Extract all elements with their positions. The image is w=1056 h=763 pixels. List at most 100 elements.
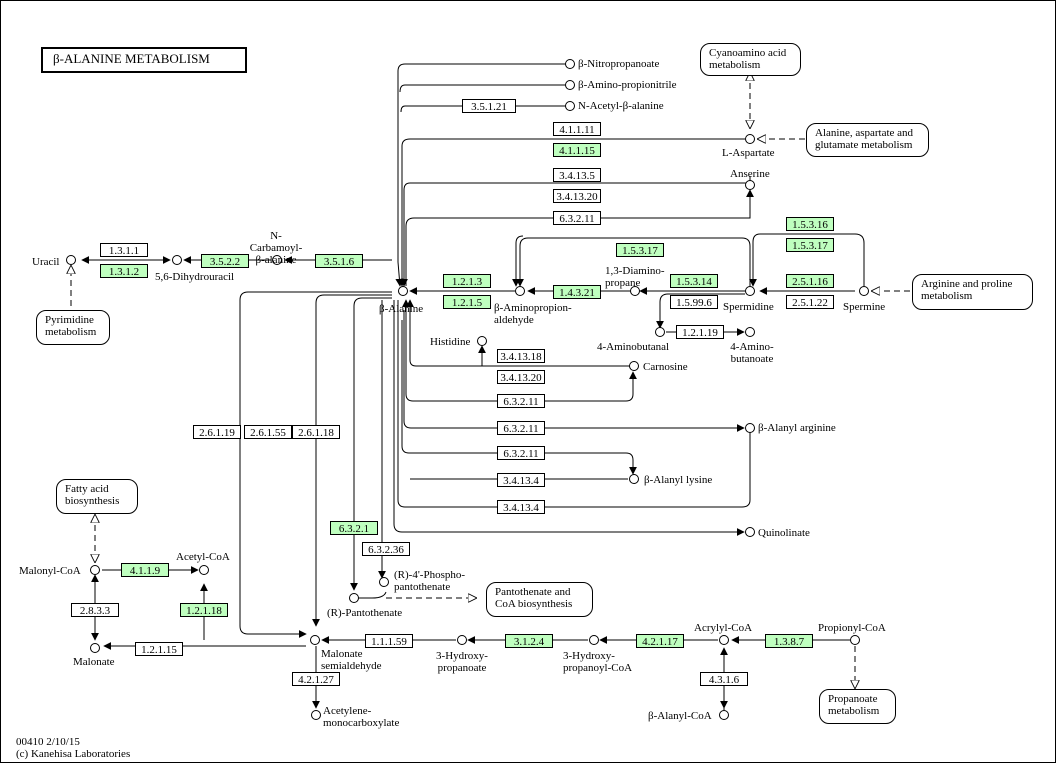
enzyme-6-3-2-11[interactable]: 6.3.2.11	[497, 421, 545, 435]
enzyme-2-6-1-19[interactable]: 2.6.1.19	[193, 425, 241, 439]
map-pantothenate-coa[interactable]: Pantothenate and CoA biosynthesis	[486, 582, 593, 617]
compound-node[interactable]	[398, 286, 408, 296]
compound-node[interactable]	[630, 286, 640, 296]
map-arg-pro[interactable]: Arginine and proline metabolism	[912, 274, 1033, 310]
label-malonate-semialdehyde: Malonate semialdehyde	[321, 648, 382, 672]
enzyme-2-6-1-18[interactable]: 2.6.1.18	[292, 425, 340, 439]
enzyme-3-4-13-20[interactable]: 3.4.13.20	[553, 189, 601, 203]
enzyme-4-3-1-6[interactable]: 4.3.1.6	[700, 672, 748, 686]
enzyme-6-3-2-11[interactable]: 6.3.2.11	[497, 394, 545, 408]
compound-node[interactable]	[629, 361, 639, 371]
enzyme-3-4-13-18[interactable]: 3.4.13.18	[497, 349, 545, 363]
compound-node[interactable]	[90, 643, 100, 653]
enzyme-1-5-3-16[interactable]: 1.5.3.16	[786, 217, 834, 231]
compound-node[interactable]	[745, 180, 755, 190]
enzyme-2-5-1-16[interactable]: 2.5.1.16	[786, 274, 834, 288]
enzyme-1-3-8-7[interactable]: 1.3.8.7	[765, 634, 813, 648]
label-beta-alanyl-coa: β-Alanyl-CoA	[648, 710, 712, 722]
compound-node[interactable]	[745, 286, 755, 296]
label-carbamoyl-beta-alanine: N-Carbamoyl- β-alanine	[249, 230, 303, 266]
enzyme-4-1-1-15[interactable]: 4.1.1.15	[553, 143, 601, 157]
enzyme-3-4-13-5[interactable]: 3.4.13.5	[553, 168, 601, 182]
enzyme-3-5-2-2[interactable]: 3.5.2.2	[201, 254, 249, 268]
map-cyanoamino[interactable]: Cyanoamino acid metabolism	[700, 43, 801, 76]
compound-node[interactable]	[745, 134, 755, 144]
label-pantothenate: (R)-Pantothenate	[327, 607, 403, 619]
enzyme-2-5-1-22[interactable]: 2.5.1.22	[786, 295, 834, 309]
compound-node[interactable]	[311, 710, 321, 720]
enzyme-1-2-1-5[interactable]: 1.2.1.5	[443, 295, 491, 309]
enzyme-1-2-1-19[interactable]: 1.2.1.19	[676, 325, 724, 339]
compound-node[interactable]	[90, 565, 100, 575]
compound-node[interactable]	[589, 635, 599, 645]
compound-node[interactable]	[349, 593, 359, 603]
compound-node[interactable]	[745, 423, 755, 433]
enzyme-6-3-2-36[interactable]: 6.3.2.36	[362, 542, 410, 556]
enzyme-6-3-2-1[interactable]: 6.3.2.1	[330, 521, 378, 535]
enzyme-4-2-1-17[interactable]: 4.2.1.17	[636, 634, 684, 648]
edge-nitropropanoate	[395, 63, 570, 287]
compound-node[interactable]	[565, 101, 575, 111]
enzyme-2-6-1-55[interactable]: 2.6.1.55	[244, 425, 292, 439]
enzyme-1-2-1-18[interactable]: 1.2.1.18	[180, 603, 228, 617]
map-pyrimidine[interactable]: Pyrimidine metabolism	[36, 310, 110, 345]
compound-node[interactable]	[172, 255, 182, 265]
compound-node[interactable]	[457, 635, 467, 645]
label-spermine: Spermine	[843, 301, 886, 313]
compound-node[interactable]	[477, 336, 487, 346]
compound-node[interactable]	[310, 635, 320, 645]
enzyme-4-2-1-27[interactable]: 4.2.1.27	[292, 672, 340, 686]
label-alanyl-lysine: β-Alanyl lysine	[644, 474, 713, 486]
compound-node[interactable]	[719, 635, 729, 645]
edge-quinolinate	[393, 300, 745, 536]
label-hydroxypropanoyl-coa: 3-Hydroxy- propanoyl-CoA	[563, 650, 633, 674]
compound-node[interactable]	[379, 577, 389, 587]
label-diaminopropane: 1,3-Diamino- propane	[605, 265, 665, 289]
enzyme-1-5-99-6[interactable]: 1.5.99.6	[670, 295, 718, 309]
compound-node[interactable]	[859, 286, 869, 296]
map-ala-asp-glu[interactable]: Alanine, aspartate and glutamate metabol…	[806, 123, 929, 157]
enzyme-1-5-3-17[interactable]: 1.5.3.17	[616, 243, 664, 257]
map-propanoate[interactable]: Propanoate metabolism	[819, 689, 896, 724]
enzyme-1-1-1-59[interactable]: 1.1.1.59	[365, 634, 413, 648]
compound-node[interactable]	[515, 286, 525, 296]
compound-node[interactable]	[745, 327, 755, 337]
compound-node[interactable]	[719, 710, 729, 720]
compound-node[interactable]	[655, 327, 665, 337]
enzyme-3-4-13-4[interactable]: 3.4.13.4	[497, 473, 545, 487]
enzyme-6-3-2-11[interactable]: 6.3.2.11	[497, 446, 545, 460]
enzyme-1-3-1-2[interactable]: 1.3.1.2	[100, 264, 148, 278]
label-acetyl-coa: Acetyl-CoA	[176, 551, 230, 563]
enzyme-3-4-13-4[interactable]: 3.4.13.4	[497, 500, 545, 514]
enzyme-4-1-1-11[interactable]: 4.1.1.11	[553, 122, 601, 136]
compound-node[interactable]	[565, 59, 575, 69]
label-malonyl-coa: Malonyl-CoA	[19, 565, 81, 577]
enzyme-3-5-1-6[interactable]: 3.5.1.6	[315, 254, 363, 268]
enzyme-1-2-1-15[interactable]: 1.2.1.15	[135, 642, 183, 656]
edge-aspartate	[398, 138, 745, 287]
compound-node[interactable]	[272, 255, 282, 265]
enzyme-3-4-13-20[interactable]: 3.4.13.20	[497, 370, 545, 384]
enzyme-2-8-3-3[interactable]: 2.8.3.3	[71, 603, 119, 617]
edge-1-5-3-17-loop	[516, 237, 751, 287]
label-histidine: Histidine	[430, 336, 471, 348]
compound-node[interactable]	[629, 474, 639, 484]
enzyme-1-5-3-14[interactable]: 1.5.3.14	[670, 274, 718, 288]
compound-node[interactable]	[745, 527, 755, 537]
enzyme-4-1-1-9[interactable]: 4.1.1.9	[121, 563, 169, 577]
map-fatty-acid[interactable]: Fatty acid biosynthesis	[56, 479, 138, 514]
compound-node[interactable]	[199, 565, 209, 575]
enzyme-1-4-3-21[interactable]: 1.4.3.21	[553, 285, 601, 299]
enzyme-3-1-2-4[interactable]: 3.1.2.4	[505, 634, 553, 648]
compound-node[interactable]	[565, 80, 575, 90]
footer-code: 00410 2/10/15	[16, 736, 80, 748]
enzyme-1-3-1-1[interactable]: 1.3.1.1	[100, 243, 148, 257]
compound-node[interactable]	[850, 635, 860, 645]
enzyme-6-3-2-11[interactable]: 6.3.2.11	[553, 211, 601, 225]
enzyme-1-5-3-17[interactable]: 1.5.3.17	[786, 238, 834, 252]
compound-node[interactable]	[66, 255, 76, 265]
footer-copyright: (c) Kanehisa Laboratories	[16, 748, 131, 760]
enzyme-1-2-1-3[interactable]: 1.2.1.3	[443, 274, 491, 288]
enzyme-3-5-1-21[interactable]: 3.5.1.21	[462, 99, 516, 113]
